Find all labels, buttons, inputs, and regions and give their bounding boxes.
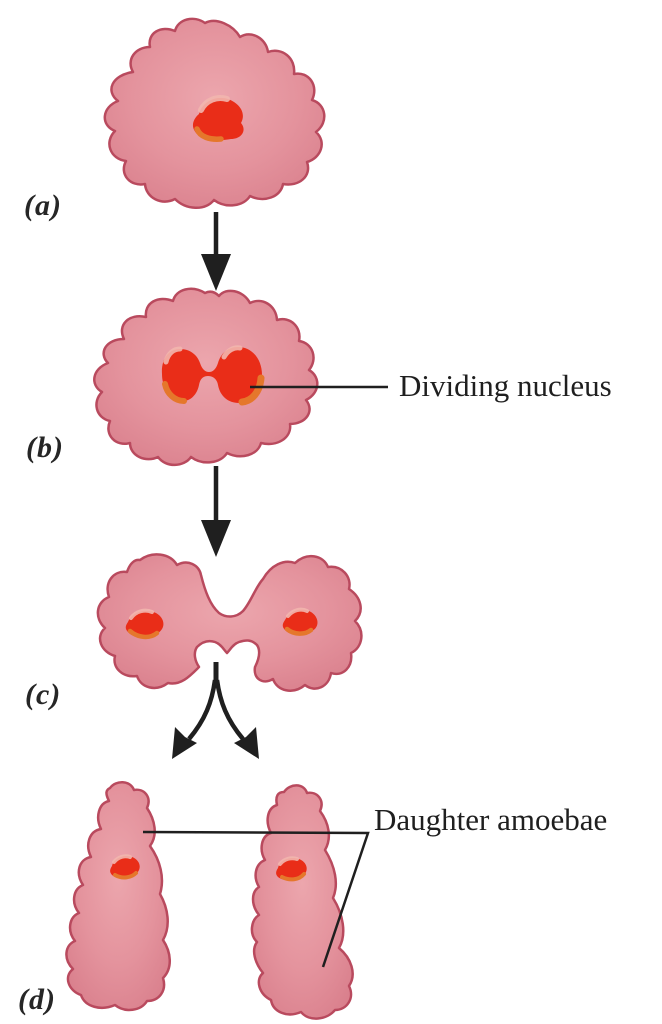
- stage-label-c: (c): [25, 678, 62, 711]
- stage-label-b: (b): [26, 431, 64, 464]
- stage-label-d: (d): [18, 983, 56, 1016]
- annotation-dividing-nucleus: Dividing nucleus: [399, 368, 612, 403]
- nucleus: [276, 856, 307, 882]
- nucleus: [110, 854, 140, 880]
- nucleus: [192, 95, 244, 142]
- daughter-amoeba-left: [65, 781, 171, 1012]
- nucleus-left: [125, 608, 164, 640]
- leader-line-daughter-amoebae: [142, 830, 370, 968]
- annotation-daughter-amoebae: Daughter amoebae: [374, 802, 608, 837]
- amoeba-constricting: [96, 553, 363, 692]
- daughter-amoeba-right: [250, 784, 354, 1020]
- amoeba-dividing-nucleus: [93, 287, 388, 467]
- fork-arrow-icon: [172, 662, 259, 759]
- down-arrow-icon: [201, 212, 231, 291]
- amoeba-parent: [103, 17, 326, 209]
- stage-label-a: (a): [24, 189, 62, 222]
- nucleus-right: [282, 607, 318, 636]
- dividing-nucleus-shape: [161, 345, 265, 406]
- down-arrow-icon: [201, 466, 231, 557]
